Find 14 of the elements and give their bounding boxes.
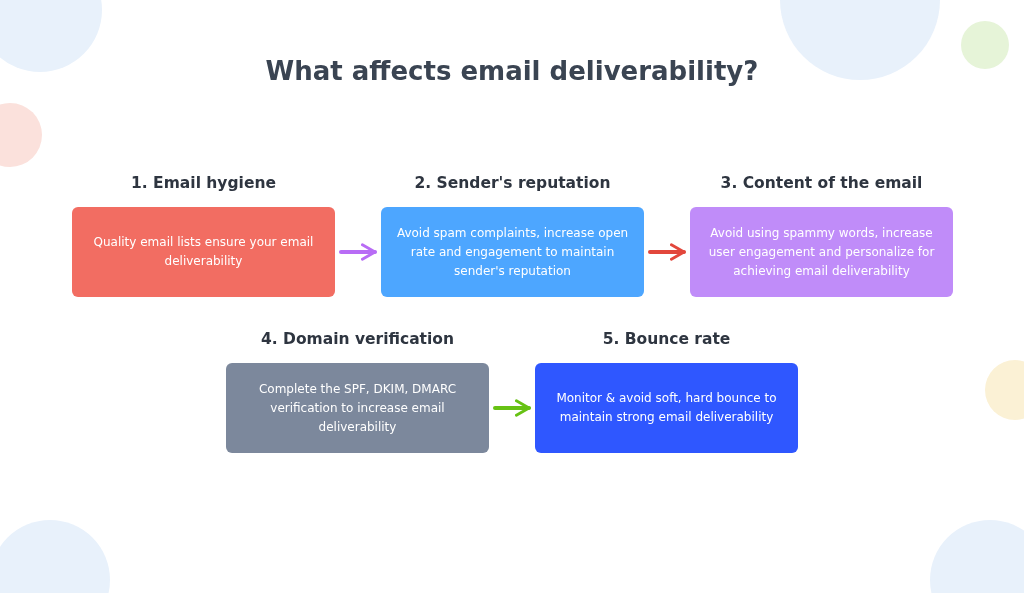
arrow [648,243,686,261]
step-heading: 4. Domain verification [259,330,456,348]
step-heading: 3. Content of the email [719,174,924,192]
step-heading: 2. Sender's reputation [413,174,612,192]
title: What affects email deliverability? [264,56,760,86]
arrow [339,243,377,261]
step-description: Avoid spam complaints, increase open rate and engagement to maintain sender's reputation [395,224,630,280]
arrow [493,399,531,417]
step-description: Quality email lists ensure your email deliverability [92,234,315,270]
step-description: Complete the SPF, DKIM, DMARC verification to increase email deliverability [257,380,458,436]
step-description: Monitor & avoid soft, hard bounce to maintain strong email deliverability [555,390,778,426]
step-heading: 5. Bounce rate [601,330,732,348]
step-description: Avoid using spammy words, increase user engagement and personalize for achieving email deliverability [707,224,936,280]
step-heading: 1. Email hygiene [130,174,277,192]
